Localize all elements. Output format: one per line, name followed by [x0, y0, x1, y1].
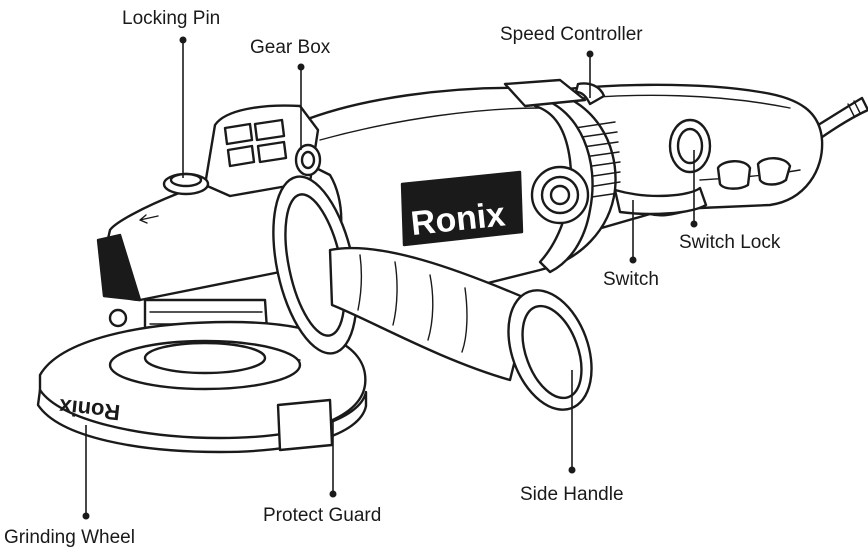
side-handle [272, 175, 593, 411]
label-switch: Switch [603, 269, 659, 290]
switch-lever [613, 186, 708, 216]
label-side-handle: Side Handle [520, 484, 624, 505]
switch-lock-button [668, 118, 712, 174]
protect-guard: Ronix [36, 320, 368, 454]
label-grinding-wheel: Grinding Wheel [4, 527, 135, 548]
label-switch-lock: Switch Lock [679, 232, 781, 253]
motor-housing: Ronix [298, 86, 621, 302]
label-gear-box: Gear Box [250, 37, 331, 58]
label-speed-controller: Speed Controller [500, 24, 643, 45]
leader-lines [82, 36, 698, 520]
power-cord [808, 96, 868, 144]
label-locking-pin: Locking Pin [122, 8, 221, 29]
speed-controller-wheel [503, 78, 606, 108]
label-protect-guard: Protect Guard [263, 505, 382, 526]
